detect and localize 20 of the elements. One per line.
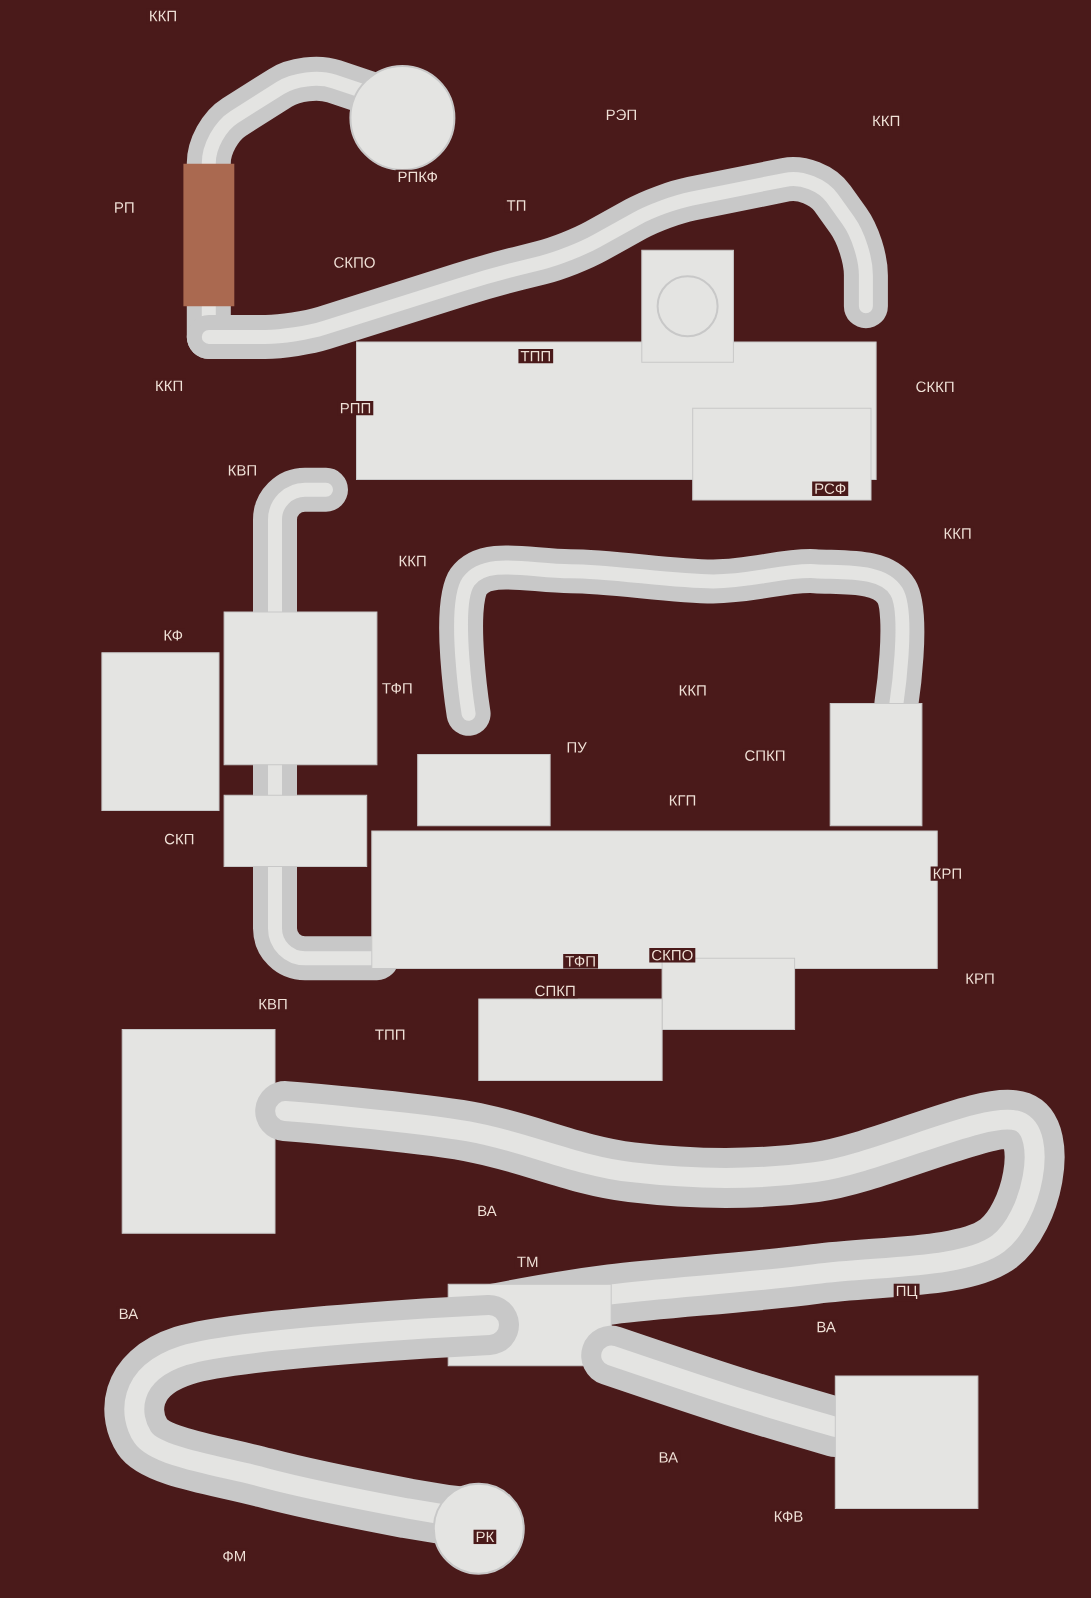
part-label: РСФ [812, 481, 849, 496]
part-label: ПУ [564, 740, 589, 755]
part-label: ККП [676, 683, 709, 698]
part-label: ТФП [379, 681, 415, 696]
part-label: КФВ [771, 1509, 806, 1524]
part-label: РПП [337, 401, 374, 416]
part-label: КРП [963, 971, 997, 986]
part-label: РЭП [603, 107, 640, 123]
part-label: ТП [504, 198, 529, 213]
part-label: КВП [225, 463, 260, 478]
part-label: КФ [161, 628, 185, 643]
part-label: ТПП [518, 349, 554, 364]
part-label: ВА [656, 1450, 681, 1465]
part-label: СКПО [331, 255, 378, 270]
part-label: ТФП [563, 954, 598, 969]
part-label: СПКП [742, 748, 788, 763]
part-label: КГП [666, 793, 699, 808]
part-label: СККП [913, 379, 957, 395]
part-label: ККП [941, 526, 974, 541]
part-label: РП [111, 200, 137, 215]
